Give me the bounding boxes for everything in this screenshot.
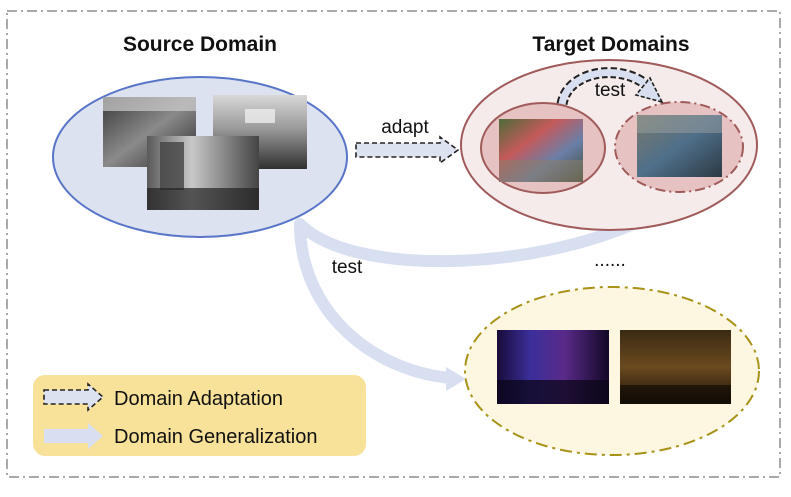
- outer-frame: [6, 10, 781, 478]
- generalization-test-label: test: [332, 257, 363, 278]
- source-domain-title: Source Domain: [123, 33, 277, 56]
- legend-generalization-arrow-icon: [44, 423, 103, 449]
- target-test-arrow: [556, 67, 664, 106]
- target-photo-crowd-2: [637, 115, 722, 177]
- target-test-label: test: [595, 80, 626, 101]
- target-photo-crowd-1: [499, 119, 583, 182]
- legend-adaptation-label: Domain Adaptation: [114, 388, 283, 410]
- generalization-arrowhead-unseen: [446, 367, 466, 391]
- target-domains-title: Target Domains: [532, 33, 689, 56]
- unseen-domain-ellipse: [464, 286, 760, 456]
- legend-box: [33, 375, 366, 456]
- unseen-photo-concert-2: [620, 330, 731, 404]
- legend-adaptation-arrow-icon: [43, 382, 105, 412]
- unseen-photo-concert-1: [497, 330, 609, 404]
- source-photo-crowd-3: [147, 136, 259, 210]
- adapt-label: adapt: [381, 117, 429, 138]
- legend-generalization-label: Domain Generalization: [114, 426, 317, 448]
- adapt-arrow: [355, 135, 460, 165]
- more-domains-ellipsis: ......: [594, 250, 626, 271]
- generalization-arrow-to-unseen: [294, 218, 456, 384]
